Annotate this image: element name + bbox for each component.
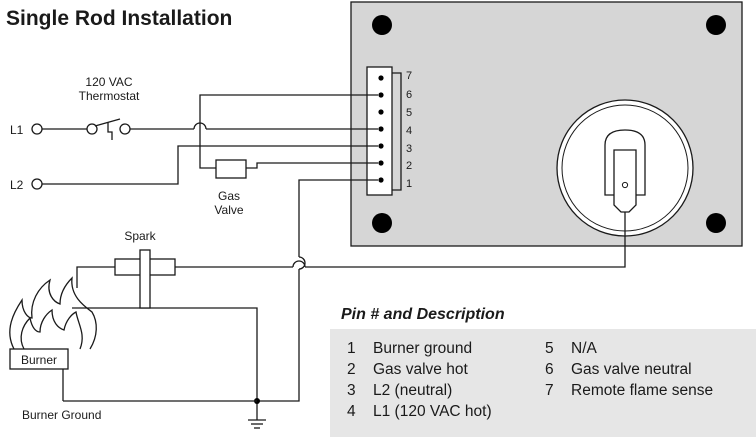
burner-flame-icon — [9, 276, 97, 350]
pin-table-rows: 1 Burner ground 2 Gas valve hot 3 L2 (neutral… — [347, 340, 713, 420]
control-module: 7 6 5 4 3 2 1 — [350, 1, 743, 247]
spark-rod — [139, 249, 151, 309]
pin-number-2: 2 — [347, 361, 356, 378]
pin-description-5: N/A — [571, 340, 598, 357]
pin-number-5: 5 — [545, 340, 554, 357]
thermostat-label-2: Thermostat — [79, 89, 140, 103]
flame-sense-connector — [556, 99, 694, 237]
l2-circuit: L2 — [10, 145, 378, 192]
mounting-hole-bottom-right — [706, 213, 726, 233]
pin-number-4: 4 — [347, 403, 356, 420]
pin-label-6: 6 — [406, 89, 412, 101]
pin-description-6: Gas valve neutral — [571, 361, 692, 378]
l1-circuit: L1 120 VAC Thermostat — [10, 75, 378, 140]
terminal-block: 7 6 5 4 3 2 1 — [366, 66, 412, 196]
pin-label-2: 2 — [406, 160, 412, 172]
pin-number-3: 3 — [347, 382, 356, 399]
pin-label-3: 3 — [406, 143, 412, 155]
burner-label: Burner — [21, 353, 57, 367]
spark-circuit: Spark — [76, 212, 626, 309]
pin-number-6: 6 — [545, 361, 554, 378]
gas-valve-label-1: Gas — [218, 189, 240, 203]
page-title: Single Rod Installation — [6, 7, 232, 30]
thermostat-label-1: 120 VAC — [85, 75, 132, 89]
pin-description-4: L1 (120 VAC hot) — [373, 403, 492, 420]
thermostat-contact-left — [86, 123, 98, 135]
pin-description-1: Burner ground — [373, 340, 472, 357]
ground-circuit: Burner Ground — [22, 179, 378, 429]
l1-terminal — [31, 123, 43, 135]
spark-label: Spark — [124, 229, 156, 243]
mounting-hole-top-left — [372, 15, 392, 35]
pin-description-7: Remote flame sense — [571, 382, 713, 399]
pin-number-1: 1 — [347, 340, 356, 357]
gas-valve-label-2: Valve — [214, 203, 243, 217]
pin-table-background — [330, 329, 756, 437]
pin-description-2: Gas valve hot — [373, 361, 468, 378]
pin-number-7: 7 — [545, 382, 554, 399]
mounting-hole-bottom-left — [372, 213, 392, 233]
pin-description-table: Pin # and Description 1 Burner ground 2 Gas… — [330, 306, 756, 437]
burner-box — [9, 348, 69, 370]
burner-ground-label: Burner Ground — [22, 408, 101, 422]
pin-label-4: 4 — [406, 125, 412, 137]
module-panel — [350, 1, 743, 247]
pin-label-1: 1 — [406, 178, 412, 190]
l2-terminal — [31, 178, 43, 190]
gas-valve: Gas Valve — [199, 94, 378, 217]
l2-label: L2 — [10, 178, 24, 192]
l1-label: L1 — [10, 123, 24, 137]
pin-label-7: 7 — [406, 70, 412, 82]
mounting-hole-top-right — [706, 15, 726, 35]
pin-label-5: 5 — [406, 107, 412, 119]
gas-valve-box — [215, 159, 247, 179]
pin-table-heading: Pin # and Description — [341, 306, 505, 323]
pin-description-3: L2 (neutral) — [373, 382, 452, 399]
thermostat-contact-right — [119, 123, 131, 135]
